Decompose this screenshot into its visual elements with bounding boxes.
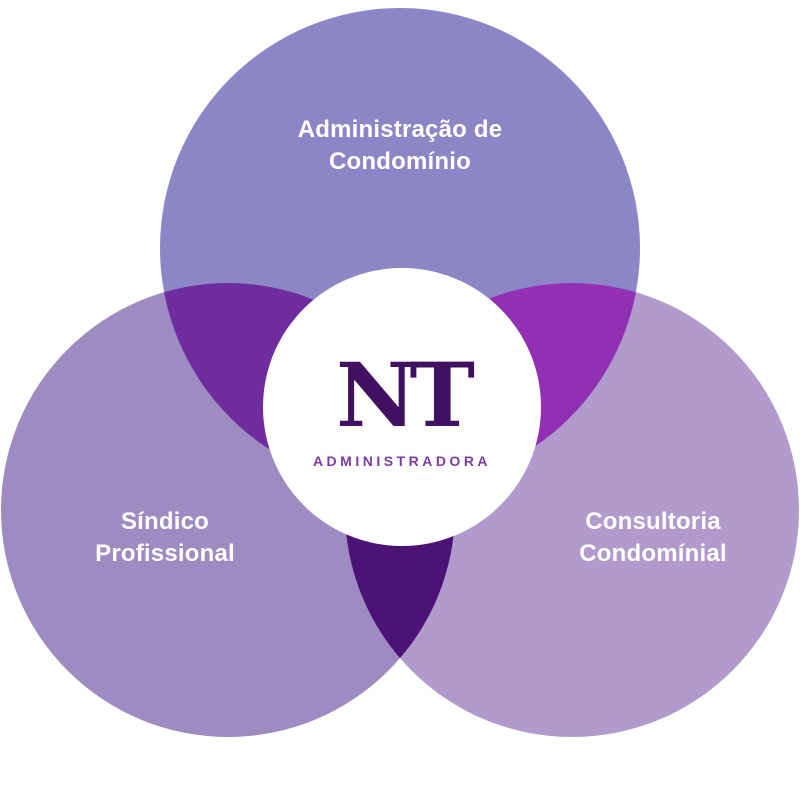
- label-line: Condomínio: [329, 148, 471, 176]
- label-line: Profissional: [95, 540, 235, 568]
- label-line: Administração de: [297, 116, 503, 143]
- nt-monogram: NT: [336, 343, 475, 447]
- label-administracao-de-condominio: Administração de Condomínio: [260, 114, 540, 179]
- label-line: Síndico: [120, 508, 210, 535]
- label-line: Consultoria: [585, 508, 721, 535]
- label-line: Condomínial: [579, 540, 727, 568]
- center-circle: [263, 268, 541, 546]
- label-consultoria-condominial: Consultoria Condomínial: [538, 506, 768, 571]
- label-sindico-profissional: Síndico Profissional: [50, 506, 280, 571]
- nt-logo: NT ADMINISTRADORA: [263, 268, 541, 546]
- logo-subtitle: ADMINISTRADORA: [312, 453, 492, 469]
